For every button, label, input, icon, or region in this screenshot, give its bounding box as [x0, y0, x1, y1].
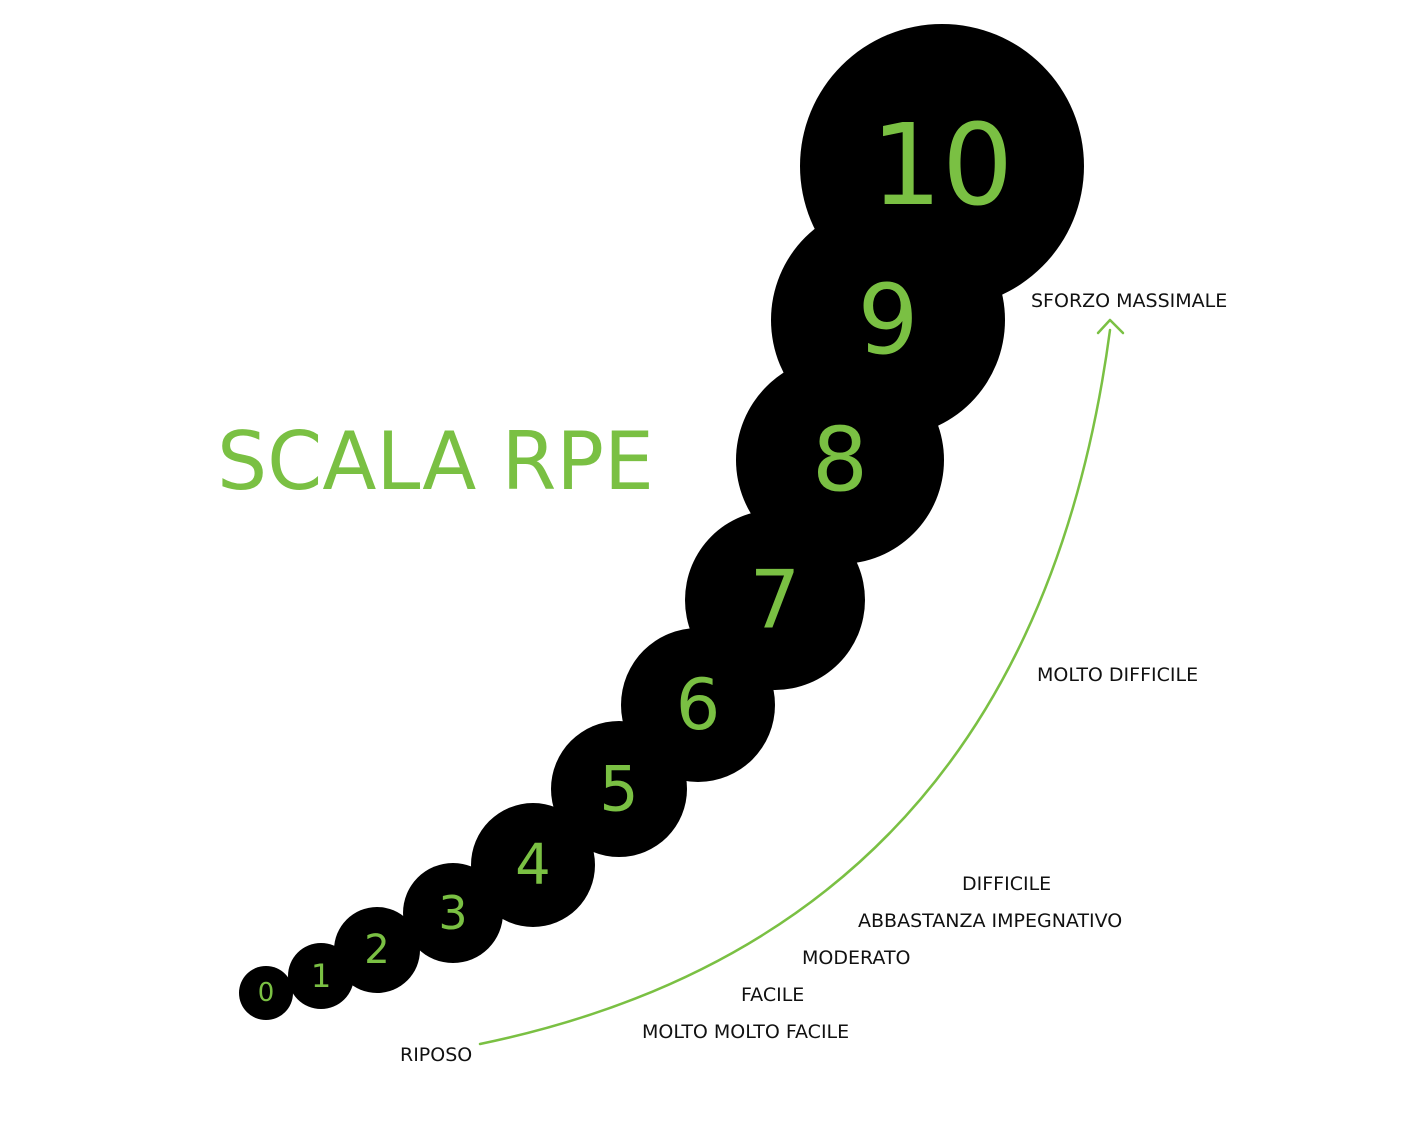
scale-number-3: 3 — [438, 886, 467, 940]
scale-number-6: 6 — [676, 664, 721, 746]
scale-number-5: 5 — [599, 753, 638, 826]
label-riposo: RIPOSO — [400, 1044, 472, 1066]
effort-arrow-curve — [478, 328, 1112, 1046]
label-moderato: MODERATO — [802, 947, 911, 969]
page-title: SCALA RPE — [217, 415, 654, 508]
scale-number-7: 7 — [750, 554, 801, 647]
scale-circle-1 — [288, 943, 354, 1009]
label-abbastanza-impegnativo: ABBASTANZA IMPEGNATIVO — [858, 910, 1122, 932]
label-difficile: DIFFICILE — [962, 873, 1051, 895]
label-molto-difficile: MOLTO DIFFICILE — [1037, 664, 1198, 686]
scale-circle-3 — [403, 863, 503, 963]
scale-number-8: 8 — [812, 409, 868, 512]
scale-circles — [239, 24, 1084, 1020]
scale-number-4: 4 — [515, 833, 551, 898]
label-molto-molto-facile: MOLTO MOLTO FACILE — [642, 1021, 849, 1043]
label-sforzo-massimale: SFORZO MASSIMALE — [1031, 290, 1227, 312]
effort-arrow-head-icon — [1096, 318, 1125, 335]
scale-number-1: 1 — [311, 957, 331, 995]
scale-number-10: 10 — [871, 101, 1014, 231]
scale-circle-2 — [334, 907, 420, 993]
scale-circle-5 — [551, 721, 687, 857]
scale-number-0: 0 — [258, 978, 275, 1008]
scale-circle-4 — [471, 803, 595, 927]
scale-circle-0 — [239, 966, 293, 1020]
label-facile: FACILE — [741, 984, 804, 1006]
scale-number-9: 9 — [857, 264, 918, 376]
scale-number-2: 2 — [364, 927, 389, 973]
